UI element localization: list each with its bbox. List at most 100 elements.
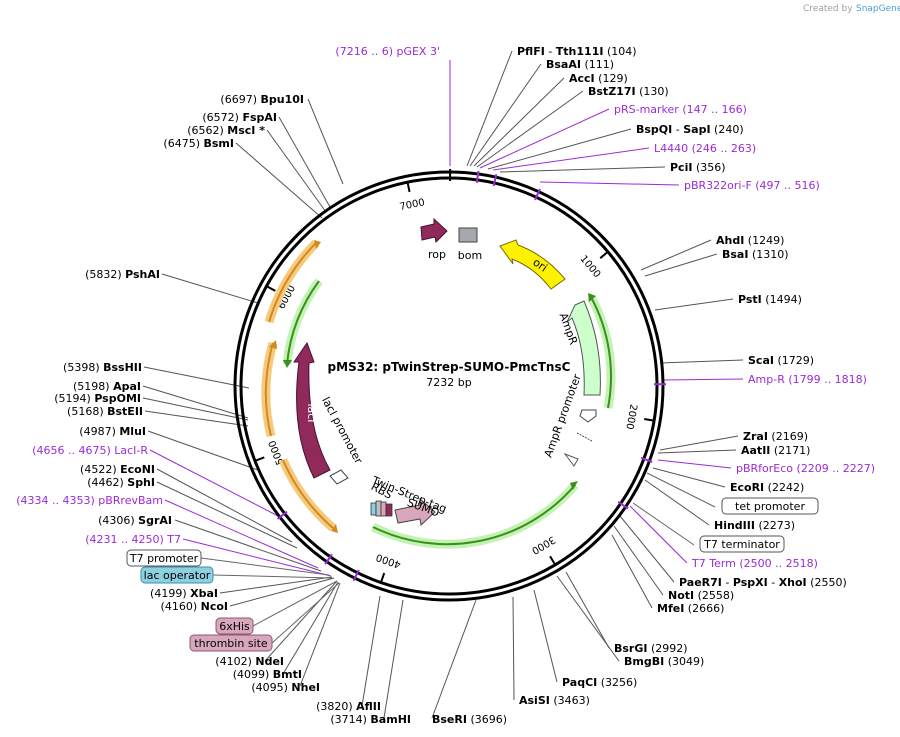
leader-line [487,128,632,170]
leader-line [512,596,515,701]
primer-label-prsmarker: pRS-marker (147 .. 166) [614,103,747,116]
leader-line [156,481,298,549]
enzyme-label-nhei: (4095) NheI [251,681,320,694]
leader-line [654,298,734,311]
rop-feature: rop [420,217,448,261]
label-part: PspOMI [94,392,141,405]
leader-line [663,378,744,381]
label-part: (3049) [664,655,704,668]
leader-line [469,63,542,167]
enzyme-label-zrai: ZraI (2169) [743,430,808,443]
leader-line [143,366,250,389]
label-part: BstZ17I [588,85,636,98]
primer-label-t7p: (4231 .. 4250) T7 [85,533,181,546]
enzyme-label-bsteii: (5168) BstEII [67,405,143,418]
laci-feature: lacI [293,341,331,479]
leader-line [264,580,338,662]
label-part: PaeR7I [679,576,722,589]
enzyme-label-ahdi: AhdI (1249) [716,234,784,247]
label-part: (4987) [79,425,119,438]
feature-box-label: tet promoter [735,500,805,513]
feature-boxes: tet promoter T7 terminator T7 promoterlac … [126,497,819,652]
tick-label: 3000 [529,533,557,555]
label-part: EcoNI [120,463,155,476]
label-part: (4334 .. 4353) pBRrevBam [16,494,163,507]
label-part: (1310) [748,248,788,261]
enzyme-label-pcii: PciI (356) [670,161,726,174]
enzyme-label-asisi: AsiSI (3463) [519,694,590,707]
leader-line [611,534,653,609]
enzyme-label-apai: (5198) ApaI [73,380,141,393]
leader-line [144,410,249,427]
label-part: (1729) [774,354,814,367]
primer-label-pgex3: (7216 .. 6) pGEX 3' [335,45,440,58]
enzyme-label-mlui: (4987) MluI [79,425,146,438]
label-part: (5168) [67,405,107,418]
tick-mark [644,418,654,422]
feature-arcs [261,239,616,549]
box-leader [646,472,716,508]
site-mark [640,456,653,463]
enzyme-label-econi: (4522) EcoNI [80,463,155,476]
orange-arc-upper [264,239,320,324]
label-part: (2242) [764,481,804,494]
leader-line [476,90,584,168]
primer-label-l4440: L4440 (246 .. 263) [654,142,756,155]
enzyme-label-acci: AccI (129) [569,72,628,85]
feature-box-tet: tet promoter [721,497,819,515]
label-part: (129) [595,72,628,85]
label-part: (4231 .. 4250) T7 [85,533,181,546]
leader-line [644,479,710,526]
label-part: (1494) [762,293,802,306]
box-leader [271,582,340,644]
feature-box-t7t: T7 terminator [699,535,785,553]
box-leader [632,502,695,546]
leader-line [659,435,739,451]
label-part: MfeI [657,602,684,615]
leader-line [556,575,620,662]
enzyme-label-bseri: BseRI (3696) [432,713,507,726]
label-part: MluI [119,425,146,438]
label-part: (1249) [744,234,784,247]
enzyme-label-pflfi: PflFI - Tth111I (104) [517,45,637,58]
enzyme-label-bsrgi: BsrGI (2992) [614,642,688,655]
site-mark [475,170,480,184]
enzyme-label-sphi: (4462) SphI [87,476,155,489]
label-part: ZraI [743,430,768,443]
leader-line [182,538,332,577]
label-part: BstEII [107,405,143,418]
label-part: (4306) [98,514,138,527]
enzyme-label-bamhi: (3714) BamHI [330,713,411,726]
feature-box-thr: thrombin site [189,634,273,652]
laci-promoter-label: lacI promoter [319,395,365,467]
label-part: ApaI [113,380,141,393]
label-part: (3820) [316,700,356,713]
enzyme-label-psti: PstI (1494) [738,293,802,306]
enzyme-label-sgrai: (4306) SgrAI [98,514,172,527]
enzyme-label-bmti: (4099) BmtI [233,668,302,681]
label-part: - [545,45,556,58]
label-part: AccI [569,72,595,85]
label-part: XbaI [190,587,218,600]
leader-line [266,129,327,213]
label-part: BamHI [370,713,411,726]
enzyme-label-ncoi: (4160) NcoI [161,600,228,613]
label-part: (5194) [54,392,94,405]
label-part: AhdI [716,234,744,247]
label-part: XhoI [779,576,807,589]
leader-line [565,571,610,649]
label-part: PshAI [125,268,160,281]
leader-line [164,499,319,569]
label-part: (4099) [233,668,273,681]
feature-box-label: T7 promoter [129,552,199,565]
enzyme-label-noti: NotI (2558) [668,589,734,602]
label-part: PciI [670,161,692,174]
label-part: NotI [668,589,694,602]
label-part: BsaI [722,248,748,261]
leader-line [431,599,477,719]
label-part: (3714) [330,713,370,726]
enzyme-label-scai: ScaI (1729) [748,354,814,367]
enzyme-label-bsmi: (6475) BsmI [163,137,234,150]
label-part: BsaAI [546,58,581,71]
feature-box-lacop: lac operator [140,566,214,584]
